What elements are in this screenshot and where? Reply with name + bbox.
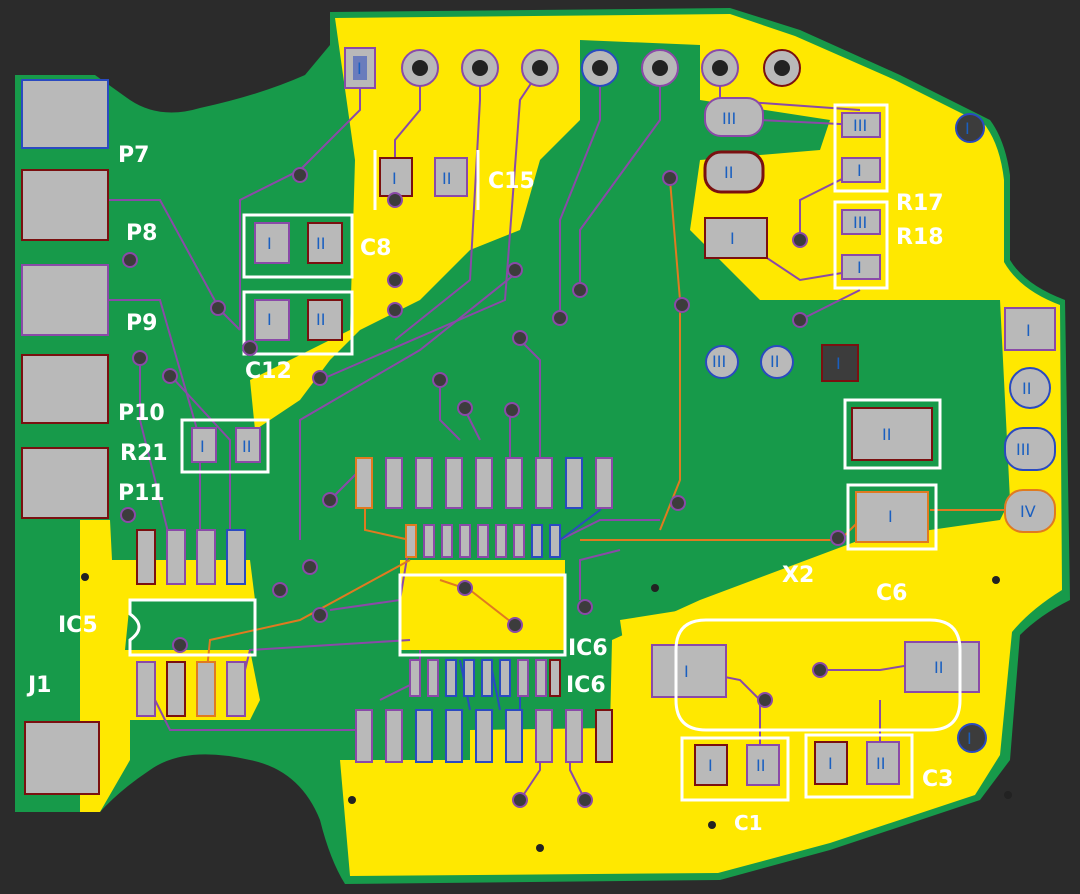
pin-label: I bbox=[836, 354, 841, 373]
silkscreen-outlines bbox=[128, 103, 962, 802]
label-c12: C12 bbox=[245, 359, 292, 384]
pin-label: III bbox=[853, 116, 867, 135]
label-p9: P9 bbox=[126, 311, 157, 336]
pin-label: II bbox=[242, 437, 251, 456]
label-c1: C1 bbox=[734, 811, 763, 835]
pin-label: I bbox=[965, 119, 970, 138]
pin-label: II bbox=[724, 163, 733, 182]
pin-label: III bbox=[1016, 440, 1030, 459]
copper-pour-center bbox=[400, 560, 565, 650]
pin-label: III bbox=[712, 352, 726, 371]
pin-label: II bbox=[316, 234, 325, 253]
pin-label: II bbox=[882, 425, 891, 444]
vias bbox=[81, 113, 1012, 852]
label-ic6-a: IC6 bbox=[568, 636, 608, 661]
edge-pads bbox=[21, 79, 109, 795]
pin-label: II bbox=[442, 169, 451, 188]
pin-label: I bbox=[967, 729, 972, 748]
label-ic6-b: IC6 bbox=[566, 673, 606, 698]
pin-label: I bbox=[888, 507, 893, 526]
label-p11: P11 bbox=[118, 481, 165, 506]
label-p8: P8 bbox=[126, 221, 157, 246]
label-c6: C6 bbox=[876, 581, 907, 606]
pin-label: I bbox=[684, 662, 689, 681]
label-x2: X2 bbox=[782, 563, 814, 588]
label-r17: R17 bbox=[896, 191, 944, 216]
label-r21: R21 bbox=[120, 441, 168, 466]
header-connector bbox=[344, 47, 801, 89]
pin-label: I bbox=[392, 169, 397, 188]
pin-label: II bbox=[756, 756, 765, 775]
label-c15: C15 bbox=[488, 169, 535, 194]
pin-label: II bbox=[934, 658, 943, 677]
pin-label: IV bbox=[1020, 502, 1036, 521]
label-ic5: IC5 bbox=[58, 613, 98, 638]
label-r18: R18 bbox=[896, 225, 944, 250]
pin-label: II bbox=[316, 310, 325, 329]
pin-label: I bbox=[267, 310, 272, 329]
pin-label: I bbox=[730, 229, 735, 248]
label-c8: C8 bbox=[360, 236, 391, 261]
pin-label: I bbox=[1026, 321, 1031, 340]
pin-annotations: I I II I II I II I II III II I III I III… bbox=[200, 59, 1036, 775]
pin-label: III bbox=[722, 109, 736, 128]
pin-label: I bbox=[200, 437, 205, 456]
silkscreen-labels: P7 P8 P9 P10 R21 P11 C15 C8 C12 R17 R18 … bbox=[26, 143, 953, 835]
pin-label: I bbox=[857, 258, 862, 277]
ic6-pads bbox=[355, 457, 613, 763]
pin-label: I bbox=[857, 161, 862, 180]
label-p7: P7 bbox=[118, 143, 149, 168]
pin-label: II bbox=[1022, 379, 1031, 398]
label-p10: P10 bbox=[118, 401, 165, 426]
pin-label: II bbox=[770, 352, 779, 371]
pin-label: II bbox=[876, 754, 885, 773]
pin-label: I bbox=[708, 756, 713, 775]
smd-pads bbox=[191, 97, 1056, 786]
pin-label: I bbox=[828, 754, 833, 773]
ic5-pads bbox=[136, 529, 246, 717]
pin-label: III bbox=[853, 213, 867, 232]
label-j1: J1 bbox=[26, 673, 52, 698]
label-c3: C3 bbox=[922, 767, 953, 792]
pin-label: I bbox=[267, 234, 272, 253]
pin-label: I bbox=[357, 59, 362, 78]
